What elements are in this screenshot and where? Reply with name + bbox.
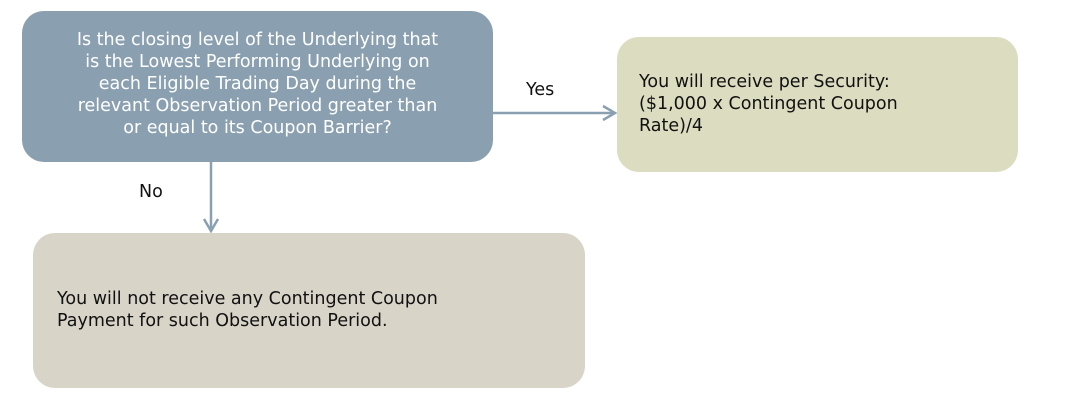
no-outcome-line: You will not receive any Contingent Coup… — [57, 289, 438, 309]
question-line: Is the closing level of the Underlying t… — [76, 30, 439, 50]
yes-outcome-box: You will receive per Security: ($1,000 x… — [617, 37, 1018, 172]
question-line: or equal to its Coupon Barrier? — [123, 118, 392, 138]
yes-outcome-line: You will receive per Security: — [639, 72, 890, 92]
no-arrow — [202, 162, 220, 234]
yes-outcome-line: ($1,000 x Contingent Coupon — [639, 94, 898, 114]
decision-question-box: Is the closing level of the Underlying t… — [22, 11, 493, 162]
no-outcome-box: You will not receive any Contingent Coup… — [33, 233, 585, 388]
no-outcome-line: Payment for such Observation Period. — [57, 311, 388, 331]
yes-outcome-line: Rate)/4 — [639, 116, 703, 136]
yes-arrow — [493, 104, 618, 122]
question-line: is the Lowest Performing Underlying on — [85, 52, 430, 72]
yes-edge-label: Yes — [526, 80, 555, 100]
question-line: each Eligible Trading Day during the — [98, 74, 417, 94]
no-edge-label: No — [139, 182, 163, 202]
question-line: relevant Observation Period greater than — [77, 96, 438, 116]
